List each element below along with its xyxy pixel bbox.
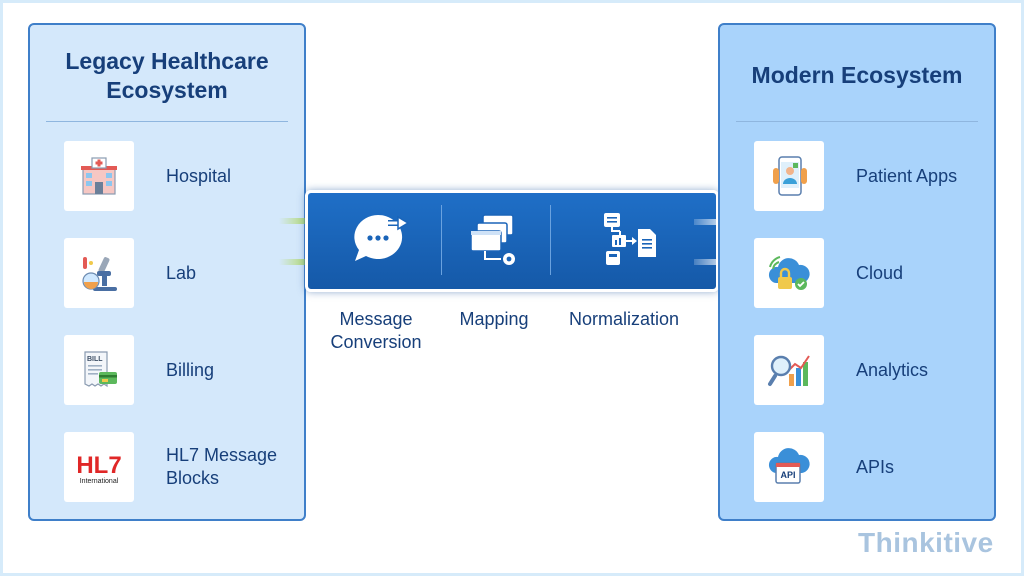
modern-item-analytics: Analytics: [754, 335, 984, 405]
step-label-normalization: Normalization: [568, 309, 680, 329]
svg-text:BILL: BILL: [87, 356, 103, 363]
cloud-icon: [754, 238, 824, 308]
analytics-label: Analytics: [856, 359, 929, 380]
patient-apps-label: Patient Apps: [856, 165, 958, 186]
api-icon: API: [754, 432, 824, 502]
lab-label: Lab: [166, 262, 197, 283]
svg-text:International: International: [80, 478, 119, 485]
legacy-panel-divider: [46, 121, 288, 122]
hl7-logo: HL7 International: [64, 432, 134, 502]
mapping-icon: [470, 214, 515, 265]
apis-label: APIs: [856, 456, 895, 477]
step-label-message-conversion: Message Conversion: [330, 309, 422, 352]
transformation-pipeline-bar: [305, 190, 719, 292]
patient-app-icon: [754, 141, 824, 211]
modern-item-cloud: Cloud: [754, 238, 984, 308]
message-conversion-icon: [354, 214, 410, 261]
legacy-ecosystem-panel: Legacy Healthcare Ecosystem Hospital: [28, 23, 306, 521]
analytics-icon: [754, 335, 824, 405]
legacy-item-billing: BILL Billing: [64, 335, 294, 405]
modern-panel-title: Modern Ecosystem: [751, 62, 963, 88]
modern-item-patient-apps: Patient Apps: [754, 141, 984, 211]
legacy-item-hospital: Hospital: [64, 141, 294, 211]
bar-divider: [441, 205, 442, 275]
billing-icon: BILL: [64, 335, 134, 405]
lab-icon: [64, 238, 134, 308]
modern-ecosystem-panel: Modern Ecosystem Patient Apps: [718, 23, 996, 521]
normalization-icon: [604, 213, 656, 265]
legacy-item-hl7: HL7 International HL7 Message Blocks: [64, 432, 294, 502]
step-label-mapping: Mapping: [459, 309, 529, 329]
modern-panel-divider: [736, 121, 978, 122]
bar-divider: [550, 205, 551, 275]
svg-text:HL7: HL7: [76, 452, 121, 479]
legacy-panel-title: Legacy Healthcare Ecosystem: [65, 48, 269, 103]
legacy-item-lab: Lab: [64, 238, 294, 308]
cloud-label: Cloud: [856, 262, 904, 283]
thinkitive-logo: Thinkitive: [858, 527, 994, 558]
hl7-message-blocks-label: HL7 Message Blocks: [166, 445, 278, 488]
hospital-label: Hospital: [166, 165, 232, 186]
modern-item-apis: API APIs: [754, 432, 984, 502]
hospital-icon: [64, 141, 134, 211]
svg-text:API: API: [780, 470, 795, 480]
billing-label: Billing: [166, 359, 215, 380]
